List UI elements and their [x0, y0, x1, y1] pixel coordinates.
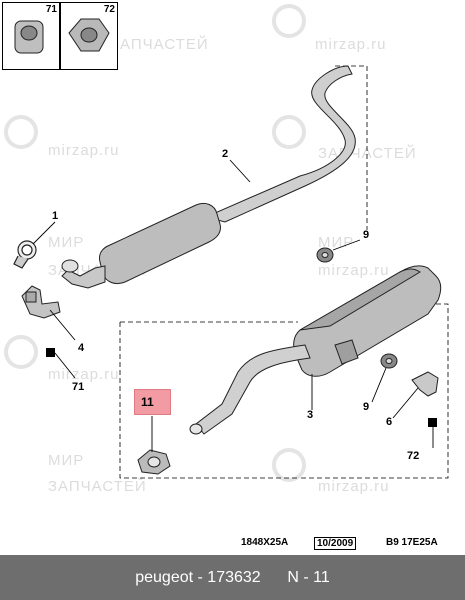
callout-9-upper: 9	[363, 229, 370, 241]
caption-position: N - 11	[287, 569, 330, 586]
diagram-code: 1848X25A	[241, 537, 289, 548]
callout-2: 2	[222, 148, 229, 160]
watermark-text: mirzap.ru	[48, 366, 120, 383]
watermark-text: mirzap.ru	[318, 478, 390, 495]
bracket-part-6	[411, 371, 439, 397]
flanged-nut-icon	[68, 18, 110, 52]
diagram-date: 10/2009	[314, 537, 357, 550]
callout-72: 72	[407, 450, 420, 462]
thumbnail-71: 71	[2, 2, 60, 70]
watermark-text: МИР	[318, 234, 355, 251]
leader-lines	[32, 159, 434, 452]
callout-9-lower: 9	[363, 401, 370, 413]
watermark-logo-icon	[272, 448, 306, 482]
hanger-part-4	[21, 285, 61, 319]
caption-bar: peugeot - 173632 N - 11	[0, 555, 465, 600]
watermark-text: mirzap.ru	[48, 142, 120, 159]
watermark-text: ЗАПЧАСТЕЙ	[48, 478, 147, 495]
front-pipe-silencer	[61, 65, 356, 289]
caption-brand: peugeot	[135, 569, 194, 586]
watermark-logo-icon	[4, 335, 38, 369]
clamp-part-1	[13, 240, 37, 269]
nut-icon	[14, 20, 44, 54]
callout-1: 1	[52, 210, 59, 222]
watermark-text: mirzap.ru	[315, 36, 387, 53]
watermark-text: mirzap.ru	[318, 262, 390, 279]
diagram-reference: B9 17E25A	[386, 537, 438, 548]
highlighted-part-label[interactable]: 11	[134, 389, 171, 415]
reference-marker-71	[46, 348, 55, 357]
assembly-outline	[119, 65, 449, 479]
clamp-part-11	[137, 449, 171, 475]
callout-3: 3	[307, 409, 314, 421]
reference-marker-72	[428, 418, 437, 427]
watermark-logo-icon	[4, 115, 38, 149]
watermark-text: МИР	[48, 452, 85, 469]
watermark-logo-icon	[272, 115, 306, 149]
thumbnail-number: 72	[103, 4, 115, 15]
callout-6: 6	[386, 416, 393, 428]
watermark-text: ЗАПЧАСТЕЙ	[110, 36, 209, 53]
watermark-logo-icon	[272, 4, 306, 38]
rear-silencer-part-3	[189, 265, 442, 435]
watermark-text: МИР	[48, 234, 85, 251]
callout-71: 71	[72, 381, 85, 393]
callout-4: 4	[78, 342, 85, 354]
caption-part-number: 173632	[207, 569, 261, 586]
caption-separator: -	[197, 569, 208, 586]
rubber-mount-part-9	[316, 247, 398, 369]
thumbnail-number: 71	[45, 4, 57, 15]
exhaust-system-diagram	[13, 65, 449, 479]
caption-spacer	[265, 569, 283, 586]
thumbnail-72: 72	[60, 2, 118, 70]
